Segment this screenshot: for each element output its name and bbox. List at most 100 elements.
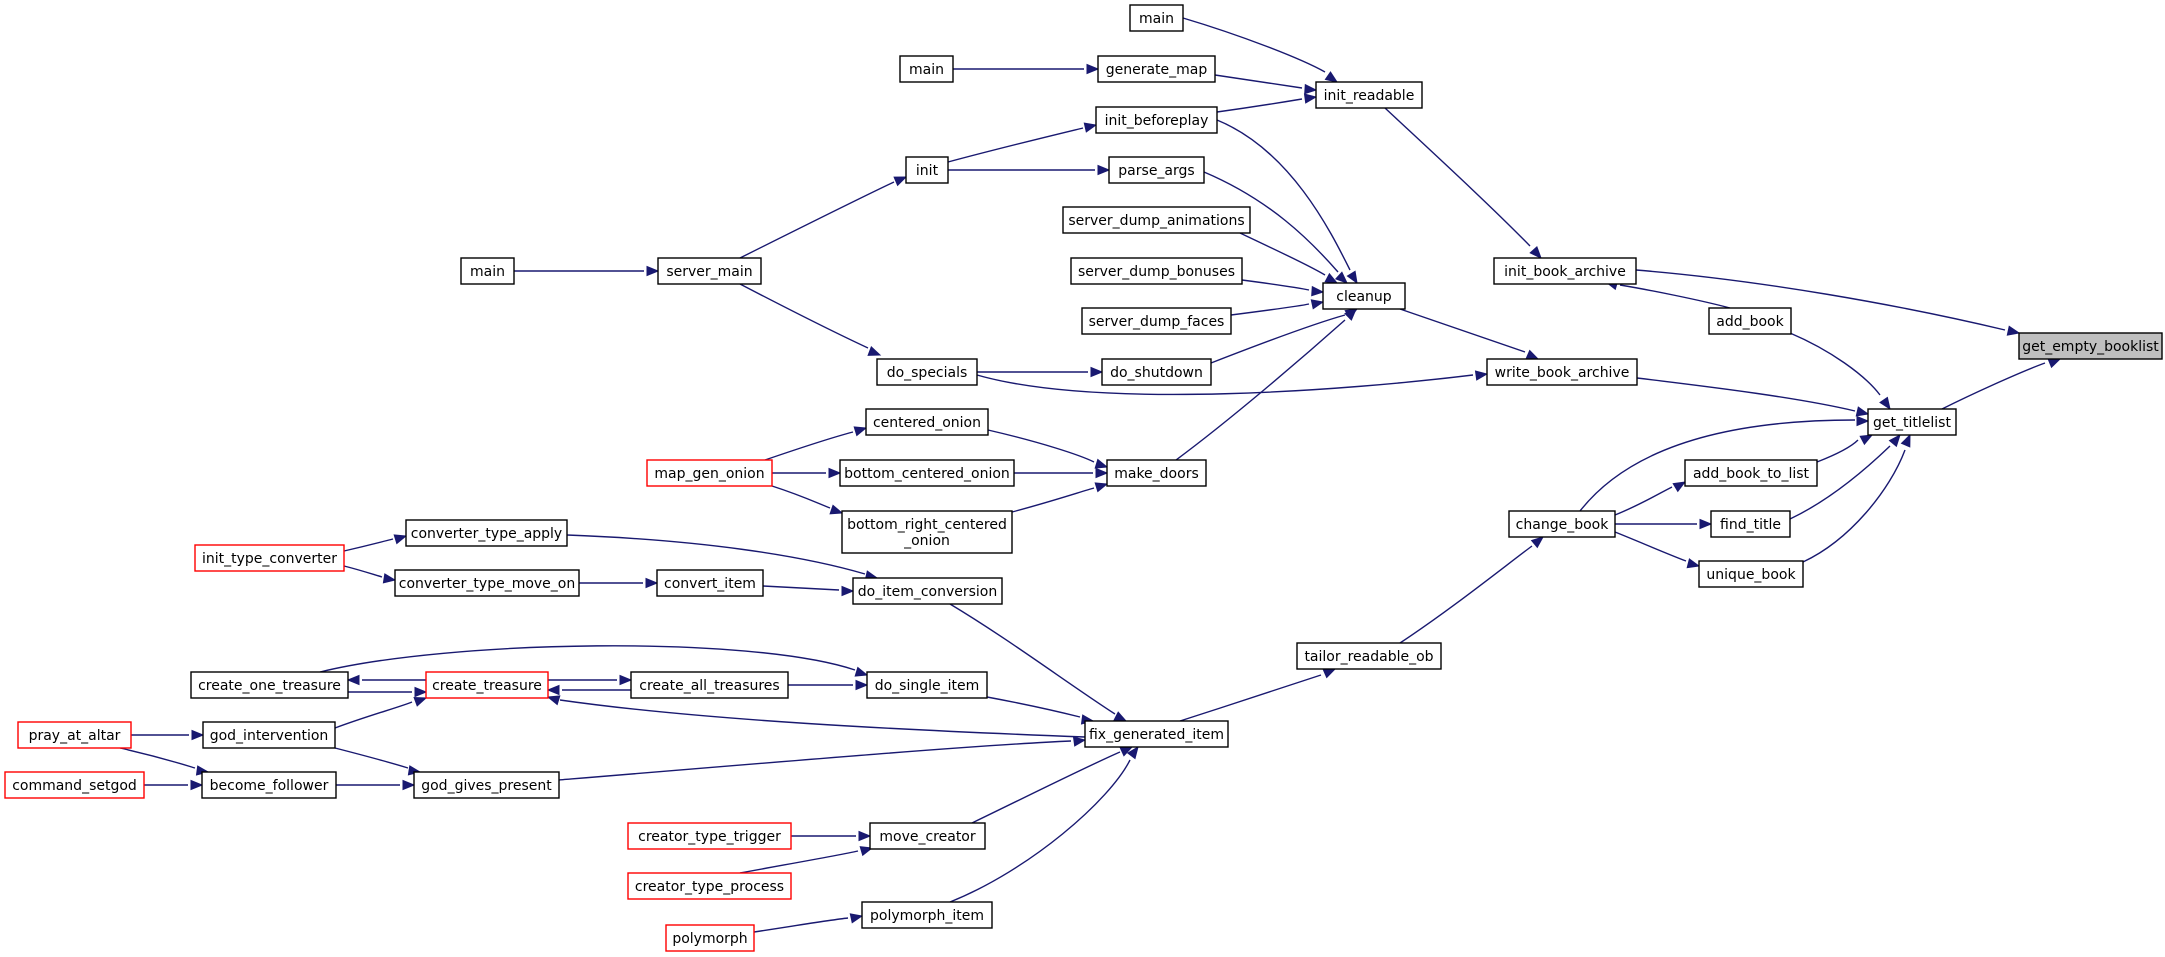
node-label: add_book_to_list — [1693, 466, 1810, 482]
edge-bottom-right-centered-onion-make-doors — [1011, 487, 1095, 513]
edge-map-gen-onion-centered-onion — [764, 431, 854, 461]
edge-add-book-to-list-get-titlelist-arrowhead — [1859, 434, 1874, 446]
node-init-readable[interactable]: init_readable — [1315, 81, 1423, 109]
node-convert-item[interactable]: convert_item — [656, 569, 764, 597]
node-fix-generated-item[interactable]: fix_generated_item — [1084, 720, 1229, 748]
edge-init-type-converter-converter-type-move-on — [343, 565, 383, 578]
node-add-book[interactable]: add_book — [1708, 307, 1792, 335]
node-create-all-treasures[interactable]: create_all_treasures — [630, 671, 789, 699]
node-get-titlelist[interactable]: get_titlelist — [1867, 408, 1957, 436]
node-label: do_item_conversion — [858, 584, 998, 600]
edge-do-item-conversion-fix-generated-item — [949, 603, 1116, 715]
node-do-specials[interactable]: do_specials — [876, 358, 978, 386]
edge-converter-type-move-on-convert-item-arrowhead — [645, 577, 659, 589]
node-server-dump-bonuses[interactable]: server_dump_bonuses — [1070, 257, 1243, 285]
node-converter-type-move-on[interactable]: converter_type_move_on — [394, 569, 580, 597]
node-converter-type-apply[interactable]: converter_type_apply — [405, 519, 568, 547]
node-create-treasure[interactable]: create_treasure — [425, 671, 549, 699]
node-label: init_readable — [1324, 88, 1415, 104]
node-change-book[interactable]: change_book — [1508, 510, 1616, 538]
node-label: create_one_treasure — [198, 678, 341, 694]
edge-converter-type-apply-do-item-conversion — [566, 534, 866, 575]
node-bottom-right-centered-onion[interactable]: bottom_right_centered _onion — [841, 510, 1013, 554]
node-label: parse_args — [1118, 163, 1194, 179]
node-label-continued: _onion — [903, 533, 950, 549]
edge-make-doors-cleanup-arrowhead — [1344, 308, 1357, 321]
node-do-shutdown[interactable]: do_shutdown — [1101, 358, 1212, 386]
node-bottom-centered-onion[interactable]: bottom_centered_onion — [839, 459, 1015, 487]
node-label: server_dump_bonuses — [1078, 264, 1235, 280]
edge-init-book-archive-get-empty-booklist-arrowhead — [2006, 325, 2021, 336]
edge-server-dump-faces-cleanup — [1230, 303, 1310, 316]
node-god-gives-present[interactable]: god_gives_present — [413, 771, 560, 799]
edge-create-all-treasures-create-treasure-arrowhead — [546, 684, 560, 696]
node-main-server[interactable]: main — [460, 257, 515, 285]
edge-do-item-conversion-fix-generated-item-arrowhead — [1113, 711, 1128, 722]
node-move-creator[interactable]: move_creator — [869, 822, 986, 850]
node-server-main[interactable]: server_main — [657, 257, 762, 285]
edge-make-doors-cleanup — [1175, 319, 1346, 461]
node-label: god_gives_present — [421, 778, 552, 794]
edge-pray-at-altar-become-follower — [119, 747, 196, 769]
node-main-top[interactable]: main — [1129, 4, 1184, 32]
edge-find-title-get-titlelist — [1789, 445, 1891, 520]
node-label: tailor_readable_ob — [1304, 649, 1433, 665]
edge-create-one-treasure-create-treasure-arrowhead — [414, 686, 428, 698]
node-label: main — [909, 62, 944, 78]
node-tailor-readable-ob[interactable]: tailor_readable_ob — [1296, 642, 1442, 670]
node-cleanup[interactable]: cleanup — [1322, 282, 1406, 310]
node-add-book-to-list[interactable]: add_book_to_list — [1684, 459, 1818, 487]
edge-change-book-get-titlelist — [1579, 419, 1856, 512]
node-create-one-treasure[interactable]: create_one_treasure — [190, 671, 349, 699]
edge-generate-map-init-readable-arrowhead — [1304, 83, 1318, 95]
node-creator-type-trigger[interactable]: creator_type_trigger — [627, 822, 792, 850]
node-do-single-item[interactable]: do_single_item — [866, 671, 988, 699]
node-become-follower[interactable]: become_follower — [201, 771, 337, 799]
node-polymorph[interactable]: polymorph — [665, 924, 755, 952]
node-make-doors[interactable]: make_doors — [1106, 459, 1207, 487]
node-write-book-archive[interactable]: write_book_archive — [1486, 358, 1638, 386]
node-init-book-archive[interactable]: init_book_archive — [1493, 257, 1637, 285]
edge-pray-at-altar-god-intervention-arrowhead — [191, 729, 205, 741]
node-creator-type-process[interactable]: creator_type_process — [627, 872, 792, 900]
edge-create-one-treasure-do-single-item-arrowhead — [854, 666, 869, 677]
node-command-setgod[interactable]: command_setgod — [4, 771, 145, 799]
node-label: create_all_treasures — [639, 678, 779, 694]
edge-change-book-add-book-to-list-arrowhead — [1672, 481, 1687, 493]
node-label: do_shutdown — [1110, 365, 1203, 381]
node-label: converter_type_move_on — [399, 576, 575, 592]
edge-server-dump-bonuses-cleanup-arrowhead — [1311, 285, 1325, 297]
edge-server-main-init — [739, 181, 895, 259]
node-generate-map[interactable]: generate_map — [1097, 55, 1216, 83]
node-parse-args[interactable]: parse_args — [1108, 156, 1205, 184]
node-get-empty-booklist[interactable]: get_empty_booklist — [2018, 332, 2163, 360]
edge-move-creator-fix-generated-item — [971, 751, 1121, 824]
node-centered-onion[interactable]: centered_onion — [865, 408, 989, 436]
node-god-intervention[interactable]: god_intervention — [202, 721, 336, 749]
node-server-dump-faces[interactable]: server_dump_faces — [1081, 307, 1232, 335]
node-pray-at-altar[interactable]: pray_at_altar — [17, 721, 132, 749]
edge-cleanup-write-book-archive-arrowhead — [1525, 349, 1540, 360]
node-polymorph-item[interactable]: polymorph_item — [861, 901, 993, 929]
node-label: make_doors — [1114, 466, 1199, 482]
node-main-generate[interactable]: main — [899, 55, 954, 83]
node-label: centered_onion — [873, 415, 981, 431]
node-init-beforeplay[interactable]: init_beforeplay — [1095, 106, 1218, 134]
node-server-dump-animations[interactable]: server_dump_animations — [1062, 206, 1251, 234]
node-find-title[interactable]: find_title — [1710, 510, 1791, 538]
node-label: become_follower — [210, 778, 329, 794]
edge-server-main-do-specials-arrowhead — [867, 346, 882, 356]
edge-unique-book-get-titlelist — [1802, 449, 1906, 563]
edge-change-book-unique-book — [1614, 531, 1687, 562]
edge-get-titlelist-get-empty-booklist — [1941, 362, 2046, 410]
node-do-item-conversion[interactable]: do_item_conversion — [852, 577, 1003, 605]
node-label: main — [1139, 11, 1174, 27]
node-init-type-converter[interactable]: init_type_converter — [194, 544, 345, 572]
edge-init-book-archive-get-empty-booklist — [1635, 269, 2006, 331]
edge-cleanup-write-book-archive — [1399, 308, 1526, 353]
node-init[interactable]: init — [905, 156, 949, 184]
edge-init-readable-init-book-archive — [1384, 107, 1531, 247]
node-map-gen-onion[interactable]: map_gen_onion — [646, 459, 773, 487]
edge-init-beforeplay-init-readable-arrowhead — [1303, 93, 1318, 104]
node-unique-book[interactable]: unique_book — [1698, 560, 1804, 588]
